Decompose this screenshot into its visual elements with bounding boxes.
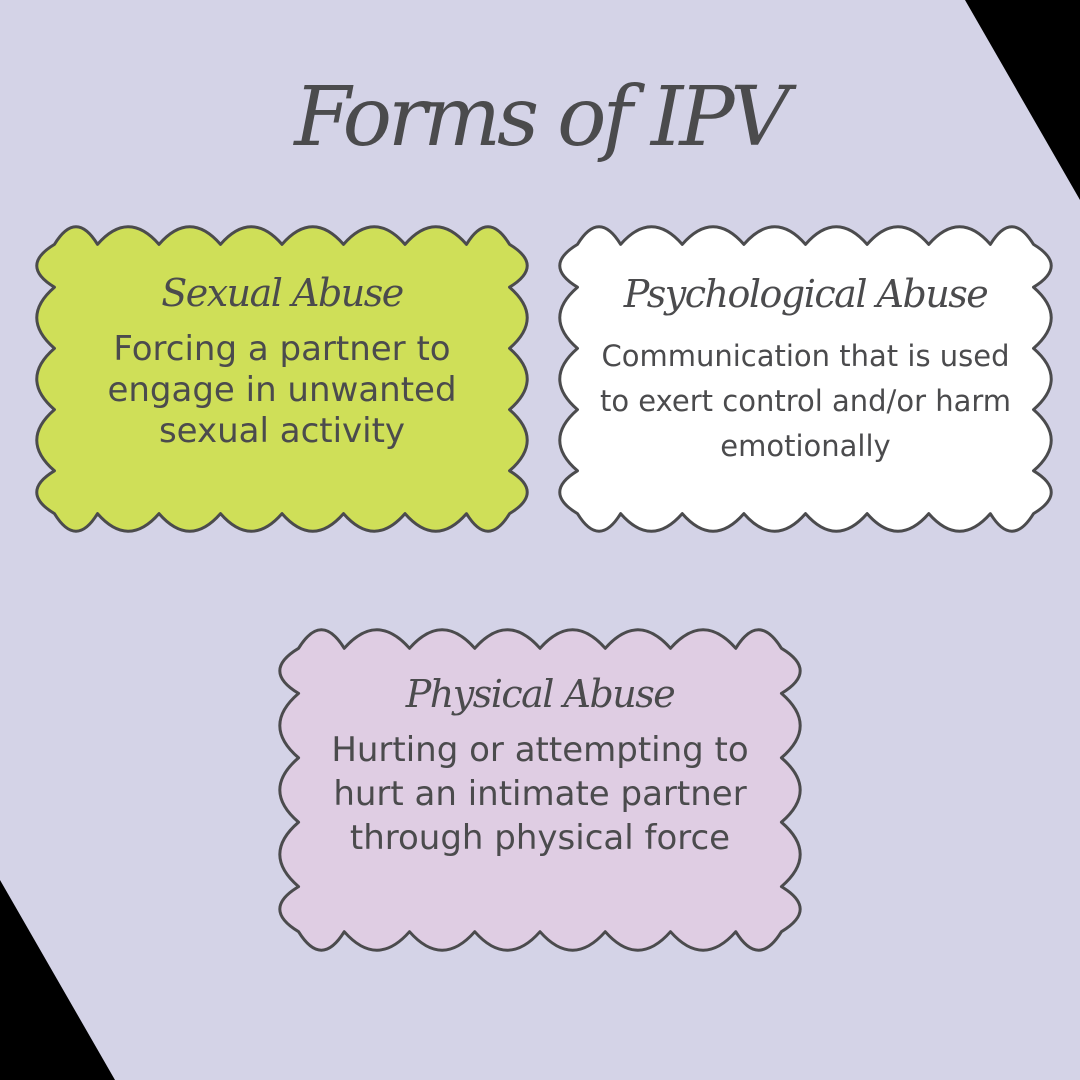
scallop-outline: [278, 628, 802, 952]
card-body-physical: Hurting or attempting to hurt an intimat…: [331, 730, 749, 859]
card-heading-psychological: Psychological Abuse: [623, 272, 989, 316]
scalloped-frame-sexual: [35, 225, 529, 533]
card-heading-physical: Physical Abuse: [405, 672, 676, 716]
corner-stripe-top-right: [965, 0, 1080, 200]
scallop-outline: [35, 225, 529, 533]
corner-stripe-bottom-left: [0, 880, 115, 1080]
card-body-psychological: Communication that is used to exert cont…: [599, 339, 1012, 463]
page-title: Forms of IPV: [294, 70, 789, 165]
card-sexual-abuse: Sexual Abuse Forcing a partner to engage…: [34, 224, 530, 534]
card-physical-abuse: Physical Abuse Hurting or attempting to …: [277, 627, 803, 953]
scalloped-frame-psychological: [558, 225, 1053, 533]
scallop-outline: [558, 225, 1053, 533]
card-body-sexual: Forcing a partner to engage in unwanted …: [107, 329, 457, 451]
scalloped-frame-physical: [278, 628, 802, 952]
card-heading-sexual: Sexual Abuse: [161, 271, 404, 315]
card-psychological-abuse: Psychological Abuse Communication that i…: [557, 224, 1054, 534]
